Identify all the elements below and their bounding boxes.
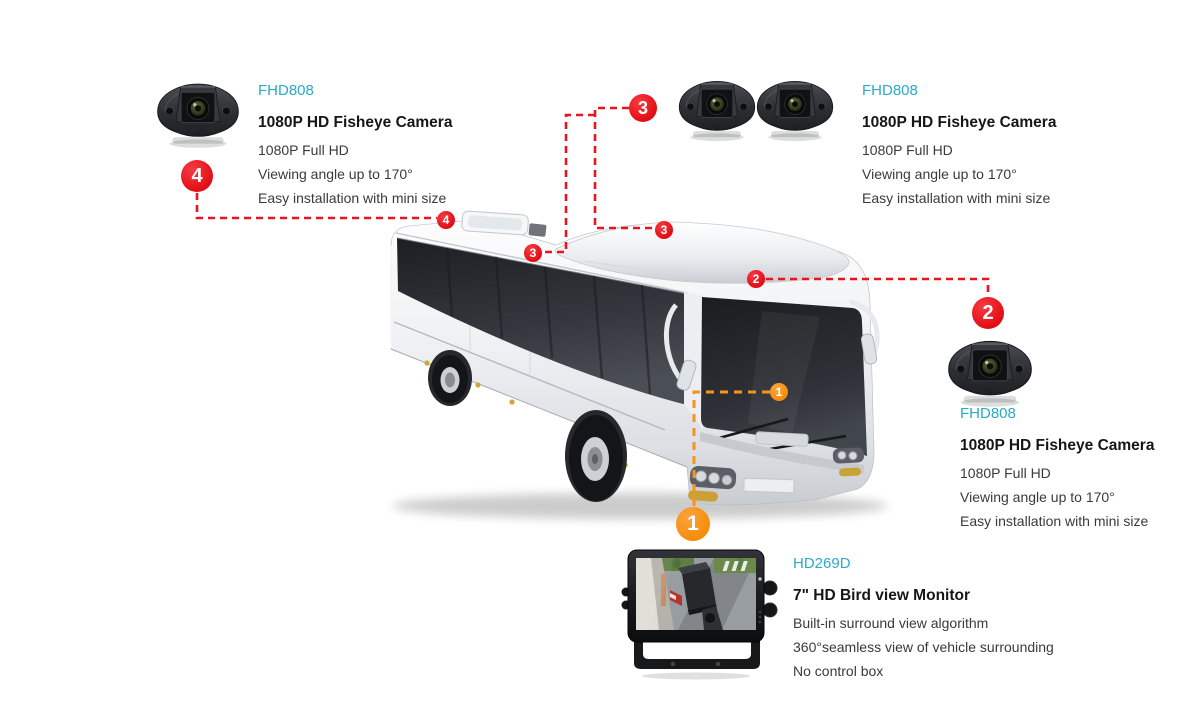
fisheye-camera-image-top-right-1 — [674, 72, 760, 144]
bus-marker-3-roof: 3 — [655, 221, 673, 239]
monitor-knob — [762, 580, 778, 596]
product-feature: Easy installation with mini size — [862, 190, 1051, 206]
callout-top-left: FHD808 1080P HD Fisheye Camera 1080P Ful… — [258, 81, 452, 210]
product-feature: No control box — [793, 663, 884, 679]
callout-badge-4: 4 — [181, 160, 213, 192]
monitor-camera-dot — [758, 577, 762, 581]
monitor-stand — [634, 632, 760, 669]
bus-marker-4: 4 — [437, 211, 455, 229]
callout-top-right: FHD808 1080P HD Fisheye Camera 1080P Ful… — [862, 81, 1056, 210]
bus-headlight-left — [689, 466, 737, 490]
product-feature: 1080P Full HD — [960, 465, 1051, 481]
bus-marker-light-right — [839, 467, 861, 477]
bus-marker-light-left — [688, 490, 718, 502]
product-feature: 360°seamless view of vehicle surrounding — [793, 639, 1054, 655]
product-code: FHD808 — [258, 82, 314, 99]
callout-right: FHD808 1080P HD Fisheye Camera 1080P Ful… — [960, 404, 1154, 533]
bus-left-mirror — [663, 303, 697, 391]
callout-badge-1: 1 — [676, 507, 710, 541]
product-name: 1080P HD Fisheye Camera — [960, 437, 1155, 454]
bus-headlight-right — [832, 447, 864, 464]
product-feature: Viewing angle up to 170° — [258, 166, 413, 182]
callout-bottom: HD269D 7" HD Bird view Monitor Built-in … — [793, 554, 1054, 683]
fisheye-camera-image-top-left — [152, 74, 244, 151]
monitor-knob — [762, 602, 778, 618]
product-code: FHD808 — [960, 405, 1016, 422]
monitor-screen — [636, 558, 756, 630]
product-feature: 1080P Full HD — [258, 142, 349, 158]
fisheye-camera-image-top-right-2 — [752, 72, 838, 144]
bus-marker-3-left: 3 — [524, 244, 542, 262]
bus-rear-wheel — [428, 350, 472, 406]
fisheye-camera-image-right — [943, 331, 1037, 410]
product-feature: Built-in surround view algorithm — [793, 615, 989, 631]
monitor-image — [621, 549, 778, 680]
callout-badge-3: 3 — [629, 94, 657, 122]
bus-marker-2: 2 — [747, 270, 765, 288]
bus-license-recess — [743, 477, 795, 494]
bus-front-wheel — [565, 410, 627, 502]
product-code: HD269D — [793, 555, 851, 572]
product-name: 1080P HD Fisheye Camera — [862, 114, 1057, 131]
bus-illustration — [390, 210, 888, 519]
bus-roof-vent — [528, 223, 547, 237]
bus-roof-dome — [554, 221, 850, 284]
bus-roof-hatch — [461, 210, 529, 236]
bus-marker-1: 1 — [770, 383, 788, 401]
product-code: FHD808 — [862, 82, 918, 99]
product-feature: Viewing angle up to 170° — [862, 166, 1017, 182]
bus-front-recess — [755, 431, 809, 447]
product-feature: 1080P Full HD — [862, 142, 953, 158]
product-name: 7" HD Bird view Monitor — [793, 587, 971, 604]
product-feature: Viewing angle up to 170° — [960, 489, 1115, 505]
bus-right-mirror — [849, 299, 880, 365]
callout-badge-2: 2 — [972, 297, 1004, 329]
product-feature: Easy installation with mini size — [960, 513, 1149, 529]
bus-side-windows — [397, 238, 688, 405]
product-name: 1080P HD Fisheye Camera — [258, 114, 453, 131]
